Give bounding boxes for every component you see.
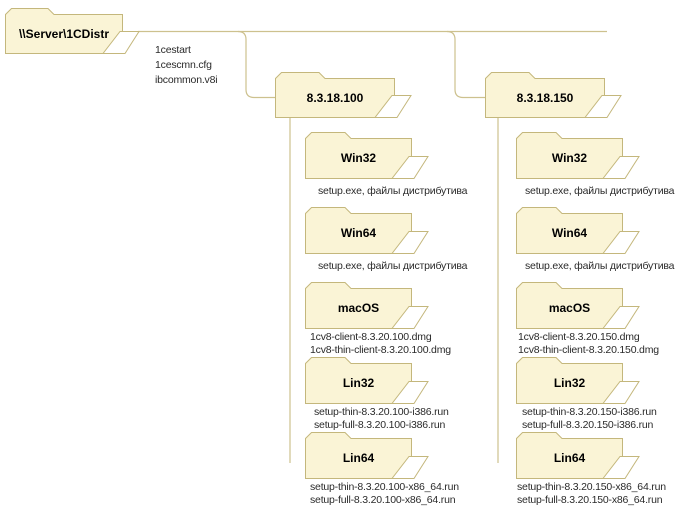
folder-150-win64: Win64 [516, 206, 642, 260]
folder-100-lin64-label: Lin64 [342, 451, 375, 465]
connector-branch-right [446, 30, 487, 99]
file-name: setup.exe, файлы дистрибутива [525, 185, 675, 197]
folder-100-win32-label: Win32 [340, 151, 377, 165]
folder-version-100: 8.3.18.100 [275, 71, 413, 124]
folder-150-lin32-label: Lin32 [553, 376, 586, 390]
folder-icon [516, 432, 640, 479]
file-name: setup-full-8.3.20.100-x86_64.run [310, 493, 456, 506]
file-list-100-win32: setup.exe, файлы дистрибутива [318, 185, 467, 198]
file-name: setup-thin-8.3.20.100-i386.run [314, 406, 449, 418]
file-name: setup-full-8.3.20.150-x86_64.run [517, 493, 663, 506]
file-name: setup.exe, файлы дистрибутива [318, 260, 468, 272]
folder-150-lin32: Lin32 [516, 356, 642, 410]
folder-150-win32-label: Win32 [551, 151, 588, 165]
connector-branch-left [237, 30, 277, 99]
folder-150-lin64-label: Lin64 [553, 451, 586, 465]
file-name: 1cv8-thin-client-8.3.20.100.dmg [310, 343, 451, 356]
folder-150-lin64: Lin64 [516, 431, 642, 485]
file-name: 1cv8-client-8.3.20.150.dmg [518, 331, 640, 343]
file-list-150-lin64: setup-thin-8.3.20.150-x86_64.run setup-f… [517, 481, 666, 506]
folder-150-win64-label: Win64 [551, 226, 588, 240]
file-list-150-lin32: setup-thin-8.3.20.150-i386.run setup-ful… [522, 406, 657, 431]
folder-version-100-label: 8.3.18.100 [306, 90, 364, 105]
file-name: 1cv8-thin-client-8.3.20.150.dmg [518, 343, 659, 356]
folder-icon [305, 357, 429, 404]
folder-100-lin64: Lin64 [305, 431, 431, 485]
folder-root: \\Server\1CDistr [5, 7, 141, 61]
file-list-100-macos: 1cv8-client-8.3.20.100.dmg 1cv8-thin-cli… [310, 331, 451, 356]
folder-icon [305, 432, 429, 479]
folder-150-macos-label: macOS [548, 301, 591, 315]
file-name: setup-full-8.3.20.150-i386.run [522, 418, 654, 431]
folder-icon [305, 282, 429, 329]
folder-root-label: \\Server\1CDistr [18, 26, 110, 41]
folder-icon [5, 8, 140, 54]
folder-100-macos: macOS [305, 281, 431, 335]
file-list-100-lin32: setup-thin-8.3.20.100-i386.run setup-ful… [314, 406, 449, 431]
folder-icon [516, 282, 640, 329]
file-name: 1cv8-client-8.3.20.100.dmg [310, 331, 432, 343]
folder-100-lin32: Lin32 [305, 356, 431, 410]
folder-icon [275, 72, 412, 118]
file-name: setup-thin-8.3.20.150-x86_64.run [517, 481, 666, 493]
file-name: setup-full-8.3.20.100-i386.run [314, 418, 446, 431]
file-list-150-win64: setup.exe, файлы дистрибутива [525, 260, 674, 273]
file-name: setup-thin-8.3.20.150-i386.run [522, 406, 657, 418]
file-list-150-macos: 1cv8-client-8.3.20.150.dmg 1cv8-thin-cli… [518, 331, 659, 356]
folder-150-macos: macOS [516, 281, 642, 335]
file-list-100-lin64: setup-thin-8.3.20.100-x86_64.run setup-f… [310, 481, 459, 506]
folder-icon [305, 207, 429, 254]
file-name: setup.exe, файлы дистрибутива [318, 185, 468, 197]
folder-150-win32: Win32 [516, 131, 642, 185]
folder-version-150: 8.3.18.150 [485, 71, 623, 124]
file-name: ibcommon.v8i [155, 74, 218, 86]
folder-icon [305, 132, 429, 179]
file-name: 1cestart [155, 44, 191, 56]
file-name: setup-thin-8.3.20.100-x86_64.run [310, 481, 459, 493]
folder-100-win64: Win64 [305, 206, 431, 260]
root-file-list: 1cestart 1cescmn.cfg ibcommon.v8i [155, 43, 218, 88]
folder-100-macos-label: macOS [337, 301, 380, 315]
folder-version-150-label: 8.3.18.150 [516, 90, 574, 105]
file-list-100-win64: setup.exe, файлы дистрибутива [318, 260, 467, 273]
folder-icon [516, 132, 640, 179]
folder-icon [485, 72, 622, 118]
file-name: 1cescmn.cfg [155, 59, 212, 71]
file-list-150-win32: setup.exe, файлы дистрибутива [525, 185, 674, 198]
folder-icon [516, 357, 640, 404]
folder-100-win32: Win32 [305, 131, 431, 185]
folder-100-win64-label: Win64 [340, 226, 377, 240]
file-name: setup.exe, файлы дистрибутива [525, 260, 675, 272]
folder-100-lin32-label: Lin32 [342, 376, 375, 390]
folder-icon [516, 207, 640, 254]
